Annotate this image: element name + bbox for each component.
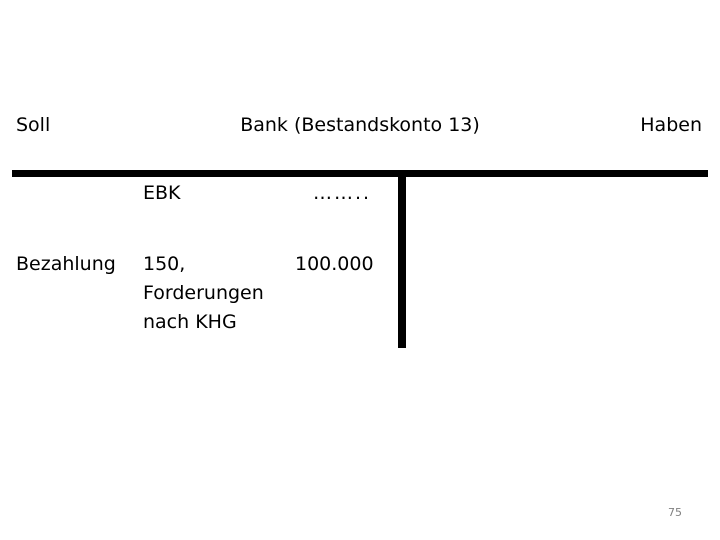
debit-entry-source-0: EBK <box>143 182 181 204</box>
debit-entry-description-1: 150, Forderungen nach KHG <box>143 253 264 333</box>
debit-entry-amount-1: 100.000 <box>295 253 374 275</box>
account-title: Bank (Bestandskonto 13) <box>240 114 480 136</box>
debit-entry-source-1: Bezahlung <box>16 253 116 275</box>
t-account-header: Soll Bank (Bestandskonto 13) Haben <box>0 112 720 142</box>
t-account-vertical-divider <box>398 173 406 348</box>
credit-side-label: Haben <box>640 114 702 136</box>
t-account-horizontal-rule <box>12 170 708 177</box>
debit-side-label: Soll <box>16 114 51 136</box>
page-number: 75 <box>668 506 682 519</box>
debit-entry-amount-0: …….. <box>313 182 372 204</box>
